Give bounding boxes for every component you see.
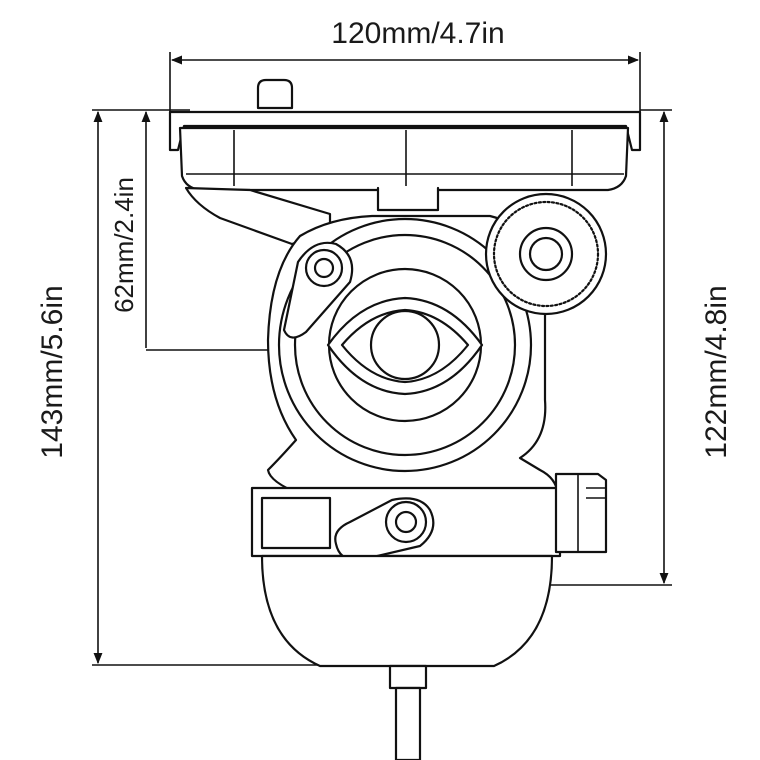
plate-lock-knob: [256, 78, 294, 110]
tilt-drum-inner: [293, 233, 517, 457]
total-height-label: 143mm/5.6in: [36, 285, 69, 458]
dimension-total-height: 143mm/5.6in: [36, 109, 330, 666]
counterbalance-knob: [484, 192, 608, 316]
width-label: 120mm/4.7in: [331, 17, 504, 50]
dimension-width: 120mm/4.7in: [169, 17, 641, 150]
tilt-lock-lever: [282, 241, 354, 339]
plate-neck: [376, 186, 440, 212]
pivot-height-label: 62mm/2.4in: [109, 177, 139, 313]
base-height-label: 122mm/4.8in: [700, 285, 733, 458]
side-clip: [554, 472, 608, 554]
half-ball-base: [260, 554, 554, 668]
fluid-head-drawing: [168, 78, 642, 760]
pan-lock-lever: [334, 497, 435, 562]
plate-clamp-body: [178, 126, 630, 192]
leveling-handle: [388, 664, 428, 690]
tilt-knob-center: [369, 309, 441, 381]
